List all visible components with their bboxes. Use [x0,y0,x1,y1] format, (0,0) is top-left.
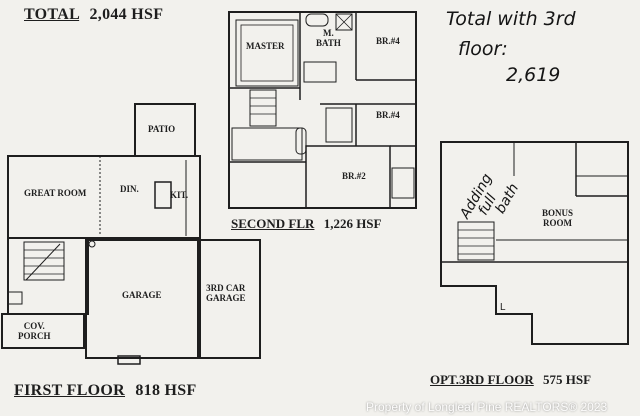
third-car-garage-outline [199,239,261,359]
second-floor-label: SECOND FLR [231,216,315,231]
room-master: MASTER [246,41,285,51]
first-floor-plan [1,103,261,365]
note-line-1: Total with 3rd [446,8,576,30]
room-dining: DIN. [120,184,139,194]
total-label: TOTAL [24,6,80,23]
room-bedroom-4a: BR.#4 [376,36,400,46]
second-floor-header: SECOND FLR 1,226 HSF [231,216,381,232]
third-car-line-1: 3RD CAR [206,283,246,293]
third-floor-plan [440,141,629,345]
third-floor-label: OPT.3RD FLOOR [430,372,534,387]
room-bonus: BONUS ROOM [542,208,573,228]
entry-stair-outline [7,237,89,315]
second-floor-plan [228,11,417,209]
kitchen-island [154,181,172,209]
bonus-line-1: BONUS [542,208,574,218]
first-floor-value: 818 HSF [135,382,197,399]
l-mark: L [500,302,506,313]
room-patio: PATIO [148,124,176,134]
third-floor-outline [440,141,629,345]
room-third-car-garage: 3RD CAR GARAGE [206,283,246,303]
m-bath-line-2: BATH [316,38,341,48]
third-car-line-2: GARAGE [206,293,246,303]
total-header: TOTAL 2,044 HSF [24,6,163,24]
first-floor-header: FIRST FLOOR 818 HSF [14,382,197,400]
garage-outline [85,239,199,359]
main-living-outline [7,155,201,239]
watermark: Property of Longleaf Pine REALTORS® 2023 [366,400,608,414]
first-floor-label: FIRST FLOOR [14,382,126,399]
second-floor-value: 1,226 HSF [323,216,382,231]
room-master-bath: M. BATH [316,28,341,48]
room-covered-porch: COV. PORCH [18,321,51,341]
total-value: 2,044 HSF [89,6,164,23]
room-kitchen: KIT. [170,190,189,200]
bonus-line-2: ROOM [543,218,572,228]
note-line-3: 2,619 [506,64,561,86]
note-line-2: floor: [458,38,508,60]
m-bath-line-1: M. [323,28,334,38]
covered-porch-outline [1,313,85,349]
third-floor-header: OPT.3RD FLOOR 575 HSF [430,372,591,388]
room-garage: GARAGE [122,290,162,300]
cov-porch-line-1: COV. [23,321,45,331]
room-bedroom-4b: BR.#4 [376,110,400,120]
third-floor-value: 575 HSF [543,372,592,387]
cov-porch-line-2: PORCH [18,331,51,341]
room-bedroom-2: BR.#2 [342,171,366,181]
room-great-room: GREAT ROOM [24,188,87,198]
